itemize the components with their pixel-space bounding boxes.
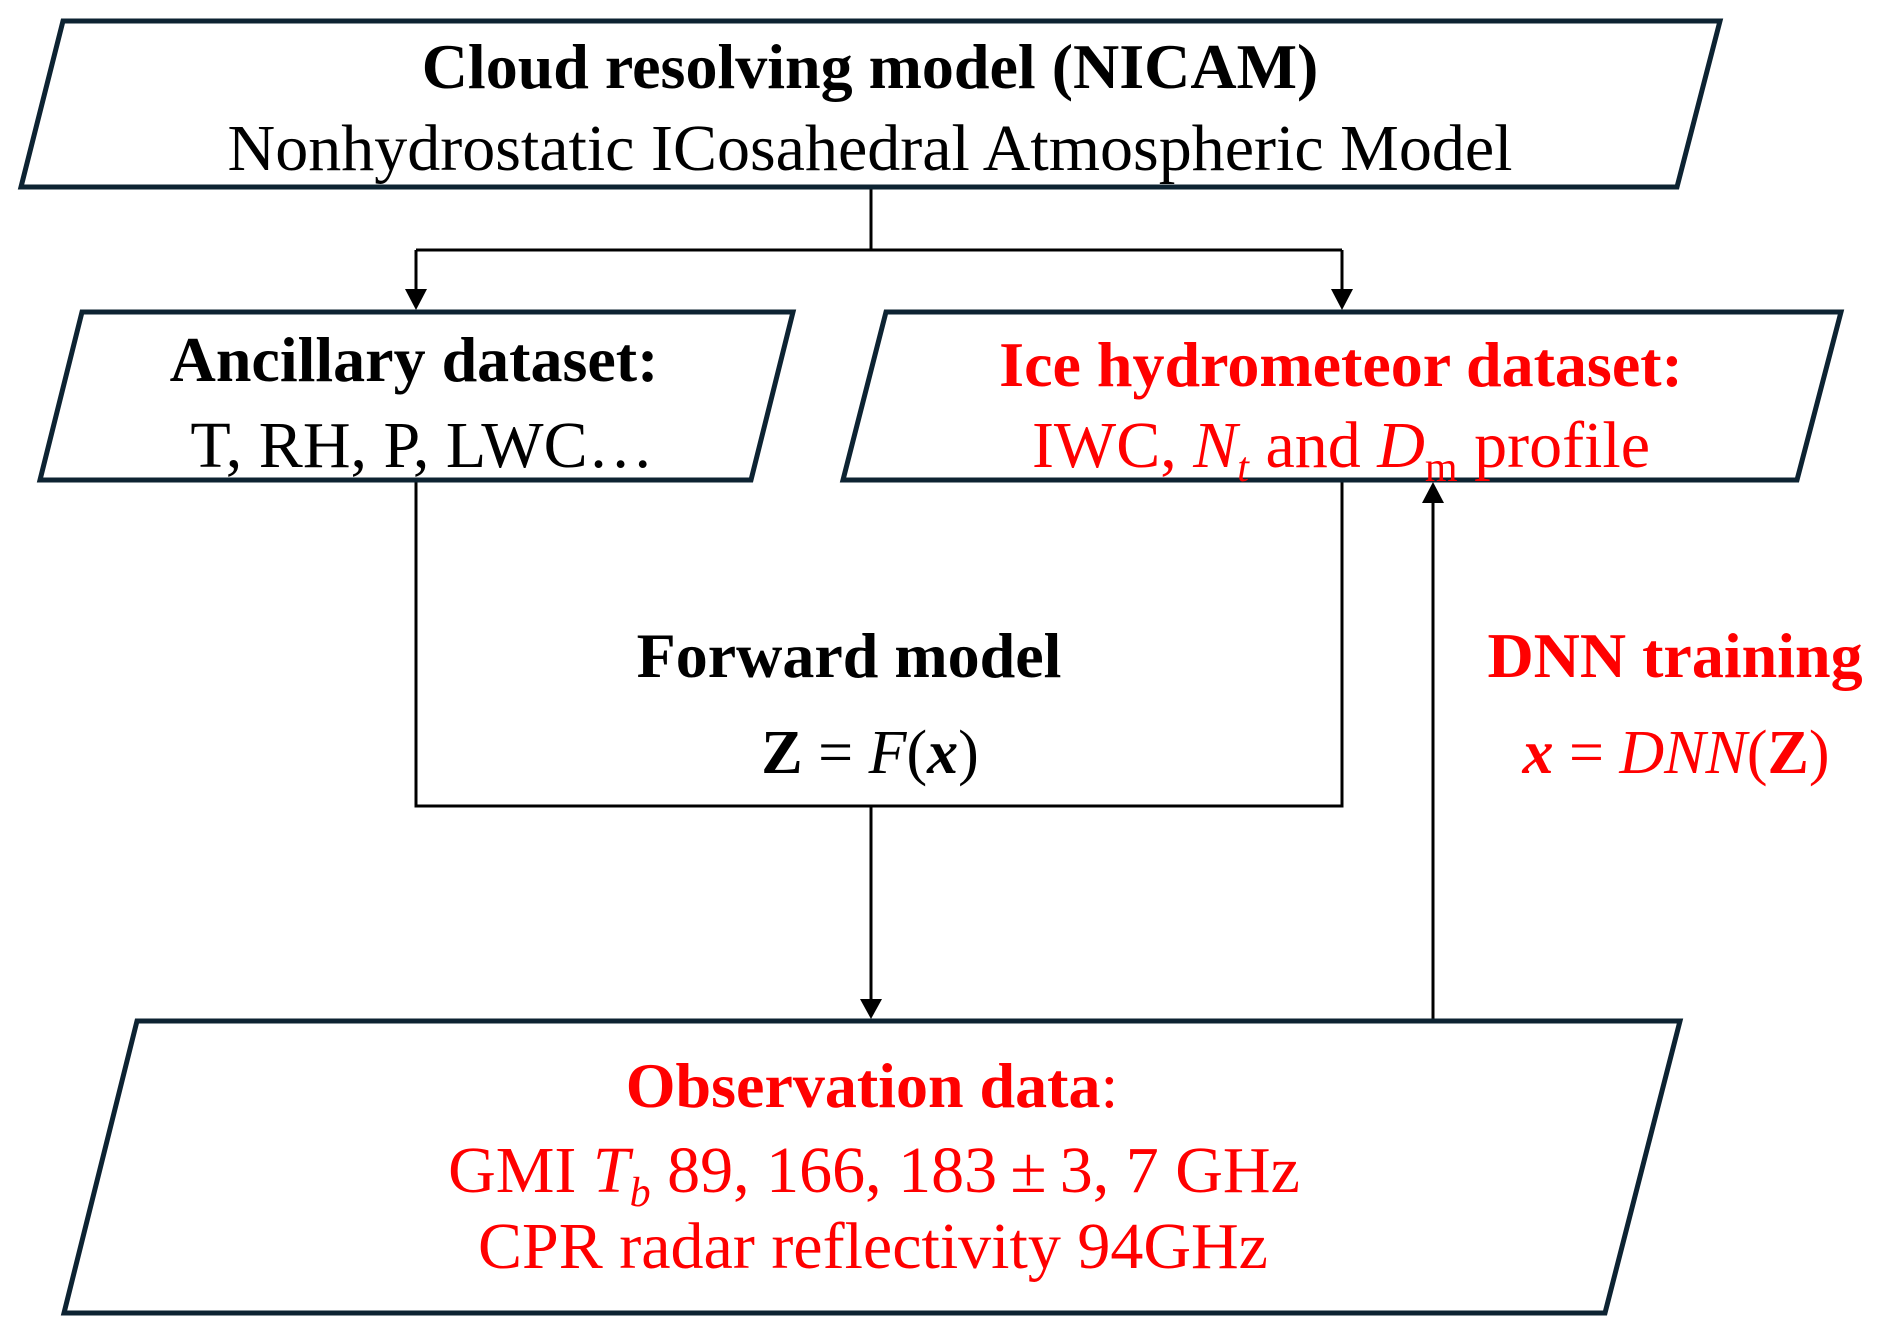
- arrowhead-to-ice: [1331, 289, 1353, 310]
- formula-equals: =: [803, 719, 869, 787]
- ice-subtitle-part1: IWC,: [1032, 409, 1193, 482]
- observation-line1: GMI Tb 89, 166, 183 ± 3, 7 GHz: [448, 1134, 1300, 1216]
- nt-symbol: N: [1192, 409, 1241, 482]
- forward-model-label: Forward model: [637, 620, 1062, 691]
- ice-subtitle-part3: profile: [1458, 409, 1650, 482]
- ancillary-box: [36, 309, 797, 483]
- node-ice: Ice hydrometeor dataset: IWC, Nt and Dm …: [839, 309, 1845, 491]
- forward-model-formula: Z = F(x): [761, 719, 979, 787]
- ice-box: [839, 309, 1845, 483]
- dm-symbol: D: [1376, 409, 1425, 482]
- cloud-model-box: [17, 18, 1724, 190]
- node-ancillary: Ancillary dataset: T, RH, P, LWC…: [36, 309, 797, 483]
- formula-z: Z: [761, 719, 802, 787]
- formula-f: F: [868, 719, 908, 787]
- dnn-training-label: DNN training: [1487, 620, 1862, 691]
- dnn-formula: x = DNN(Z): [1521, 719, 1829, 787]
- ancillary-title: Ancillary dataset:: [170, 324, 659, 395]
- formula-x: x: [926, 719, 958, 787]
- connectors: [405, 187, 1444, 1020]
- observation-line1-part2: 89, 166, 183 ± 3, 7 GHz: [651, 1134, 1300, 1207]
- observation-line1-part1: GMI: [448, 1134, 593, 1207]
- nt-subscript: t: [1237, 445, 1250, 491]
- observation-title-text: Observation data: [626, 1050, 1101, 1121]
- arrowhead-to-observation: [860, 999, 882, 1019]
- process-forward-model: Forward model Z = F(x): [637, 620, 1062, 787]
- node-observation: Observation data: GMI Tb 89, 166, 183 ± …: [60, 1018, 1684, 1316]
- tb-subscript: b: [630, 1170, 651, 1216]
- observation-box: [60, 1018, 1684, 1316]
- cloud-model-subtitle: Nonhydrostatic ICosahedral Atmospheric M…: [228, 112, 1513, 185]
- formula-close-paren: ): [958, 719, 979, 787]
- dnn-formula-z: Z: [1768, 719, 1809, 787]
- formula-open-paren: (: [906, 719, 927, 787]
- observation-line2: CPR radar reflectivity 94GHz: [478, 1210, 1268, 1283]
- ice-title: Ice hydrometeor dataset:: [999, 329, 1683, 400]
- ice-subtitle-part2: and: [1249, 409, 1377, 482]
- tb-symbol: T: [593, 1134, 634, 1207]
- dnn-formula-x: x: [1521, 719, 1553, 787]
- ancillary-subtitle: T, RH, P, LWC…: [190, 409, 653, 482]
- dnn-formula-fn: DNN: [1618, 719, 1750, 787]
- dnn-formula-open-paren: (: [1747, 719, 1768, 787]
- dm-subscript: m: [1425, 445, 1458, 491]
- process-dnn-training: DNN training x = DNN(Z): [1487, 620, 1862, 787]
- observation-title: Observation data:: [626, 1050, 1118, 1121]
- arrowhead-to-ice-feedback: [1422, 482, 1444, 503]
- ice-subtitle: IWC, Nt and Dm profile: [1032, 409, 1650, 491]
- arrowhead-to-ancillary: [405, 289, 427, 310]
- dnn-formula-close-paren: ): [1809, 719, 1830, 787]
- cloud-model-title: Cloud resolving model (NICAM): [422, 31, 1319, 102]
- forward-model-frame: [414, 480, 1344, 808]
- node-cloud-model: Cloud resolving model (NICAM) Nonhydrost…: [17, 18, 1724, 190]
- dnn-formula-equals: =: [1553, 719, 1619, 787]
- observation-title-colon: :: [1100, 1050, 1118, 1121]
